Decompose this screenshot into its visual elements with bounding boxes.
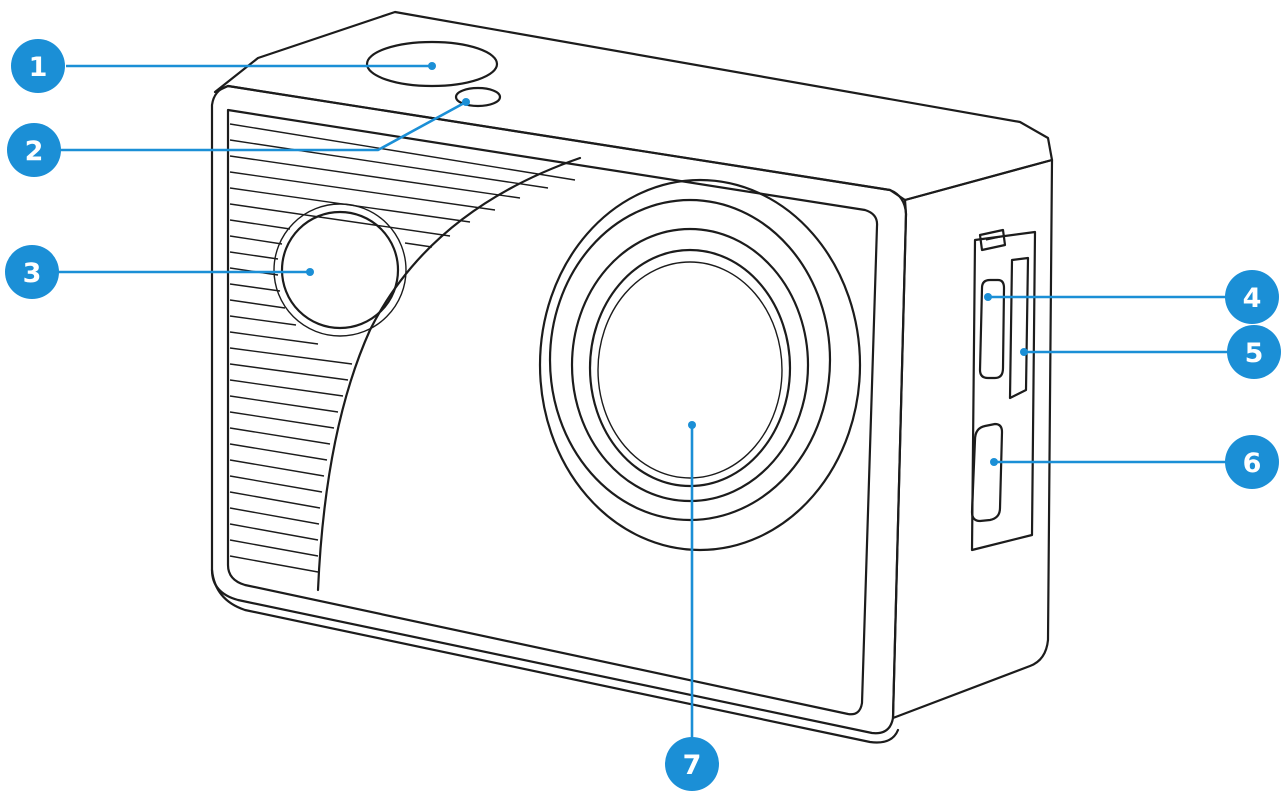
hdmi-port [970,422,1004,523]
usb-port [978,278,1006,380]
callout-5: 5 [1227,325,1281,379]
leader-line-2 [60,100,467,152]
camera-front-bezel [226,108,879,716]
callout-badge-2 [7,123,61,177]
power-mode-button-ring [273,203,407,337]
leader-dots [306,62,1028,466]
callout-number-3: 3 [23,258,42,289]
callout-number-2: 2 [25,136,44,167]
callout-badge-6 [1225,435,1279,489]
camera-body [210,10,1054,744]
power-mode-button [280,210,400,330]
leader-dot-4 [984,293,992,301]
callout-number-7: 7 [683,750,702,781]
leader-dot-6 [990,458,998,466]
callout-badges: 1 2 3 4 5 6 7 [5,39,1281,791]
camera-side-face [891,158,1054,720]
leader-dot-1 [428,62,436,70]
callout-badge-3 [5,245,59,299]
leader-dot-3 [306,268,314,276]
leader-lines [58,64,1232,758]
callout-1: 1 [11,39,65,93]
callout-number-4: 4 [1243,283,1262,314]
side-port-door [970,228,1037,552]
front-panel-curve [316,156,582,592]
indicator-light [454,86,502,108]
callout-number-1: 1 [29,52,48,83]
leader-dot-2 [462,98,470,106]
callout-2: 2 [7,123,61,177]
callout-6: 6 [1225,435,1279,489]
lens [538,178,862,552]
callout-badge-7 [665,737,719,791]
callout-badge-5 [1227,325,1281,379]
camera-bottom-edge [210,568,900,744]
callout-badge-1 [11,39,65,93]
callout-7: 7 [665,737,719,791]
leader-dot-5 [1020,348,1028,356]
callout-badge-4 [1225,270,1279,324]
callout-number-6: 6 [1243,448,1262,479]
shutter-button [365,40,499,88]
callout-number-5: 5 [1245,338,1264,369]
front-grille [229,123,576,573]
camera-front-face [210,84,908,735]
callout-3: 3 [5,245,59,299]
microsd-slot [1008,256,1030,400]
leader-dot-7 [688,421,696,429]
callout-4: 4 [1225,270,1279,324]
